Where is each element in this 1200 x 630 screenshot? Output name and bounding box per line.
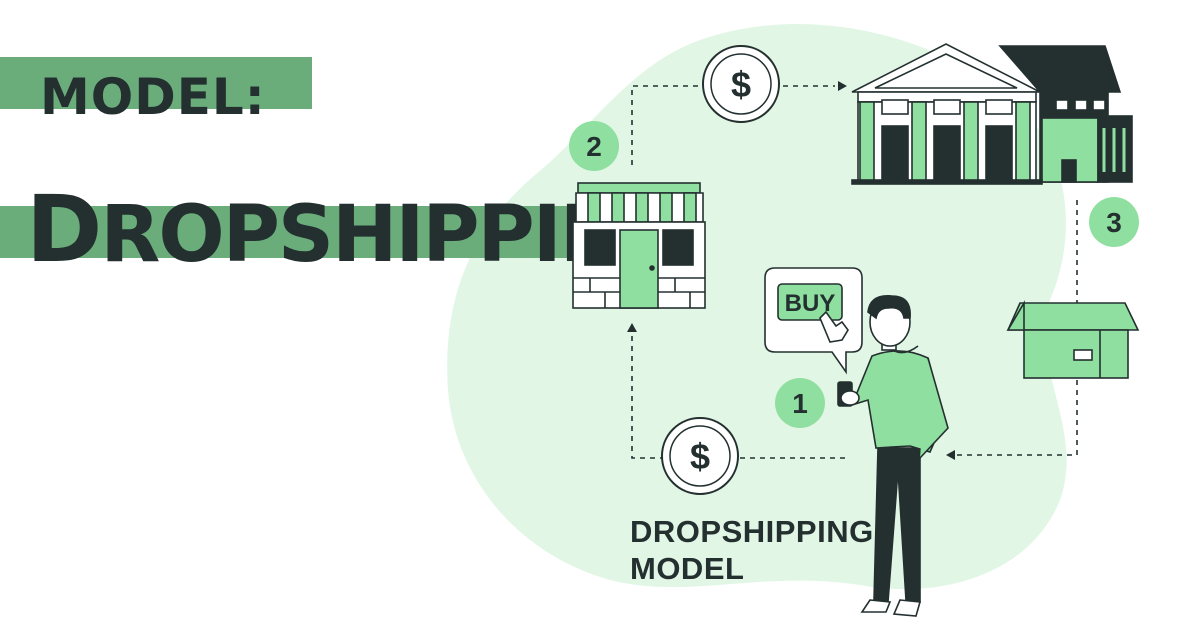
step-2-number: 2 — [586, 131, 602, 162]
customer-figure — [837, 295, 949, 617]
title-banner-main — [0, 206, 590, 258]
buy-speech-bubble: BUY — [764, 267, 863, 375]
caption-line-1: DROPSHIPPING — [630, 514, 874, 549]
pointer-hand-icon — [819, 310, 849, 343]
title-banner-top — [0, 57, 312, 109]
store-icon — [572, 182, 706, 309]
diagram-caption: DROPSHIPPING MODEL — [630, 514, 874, 587]
arrow-supplier-to-customer — [955, 200, 1078, 456]
caption-line-2: MODEL — [630, 550, 745, 586]
buy-button-label: BUY — [785, 290, 836, 317]
coin-bottom-symbol: $ — [690, 436, 710, 477]
title-line-1: MODEL: — [40, 68, 266, 126]
step-1-number: 1 — [792, 388, 808, 419]
payment-coin-bottom: $ — [661, 417, 739, 495]
step-3-number: 3 — [1106, 207, 1122, 238]
step-badge-2: 2 — [569, 121, 619, 171]
supplier-warehouse-icon — [851, 43, 1133, 185]
step-badge-3: 3 — [1089, 197, 1139, 247]
payment-coin-top: $ — [702, 45, 780, 123]
arrowhead-left — [946, 450, 955, 460]
arrowhead-up — [627, 323, 637, 332]
coin-top-symbol: $ — [731, 64, 751, 105]
arrowhead-right — [838, 81, 847, 91]
package-box-icon — [1006, 300, 1140, 379]
step-badge-1: 1 — [775, 378, 825, 428]
arrow-customer-to-store — [631, 330, 845, 459]
title-initial: D — [26, 176, 102, 283]
